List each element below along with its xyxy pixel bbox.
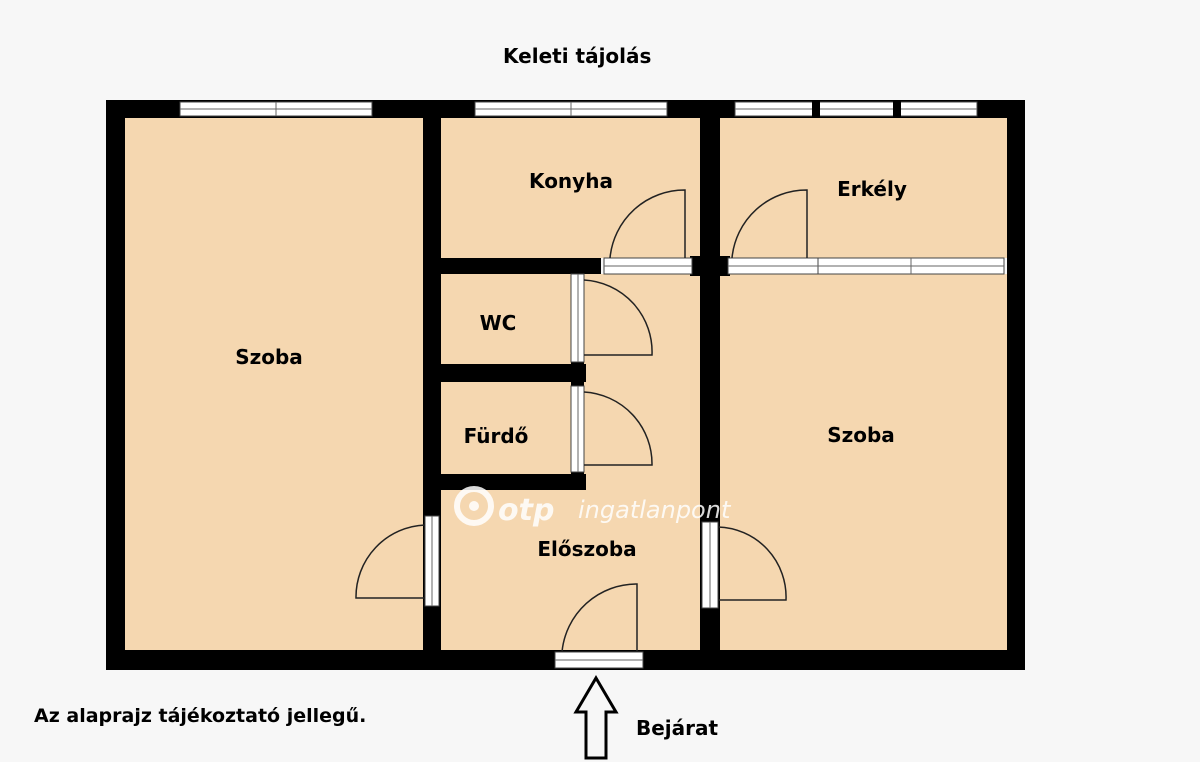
wall-kitchen-bottom [441, 258, 601, 274]
label-bathroom: Fürdő [464, 424, 529, 448]
door-swings [355, 189, 808, 653]
wall-bath-bottom [441, 474, 586, 490]
watermark-text: ingatlanpont [578, 496, 732, 524]
watermark: otp ingatlanpont [454, 486, 732, 528]
label-room-right: Szoba [827, 423, 895, 447]
floor-balcony [720, 118, 1007, 258]
wall-right [1007, 100, 1025, 670]
entrance-label: Bejárat [636, 716, 719, 740]
watermark-logo-icon [454, 486, 494, 526]
window-frames [180, 101, 1004, 661]
disclaimer-note: Az alaprajz tájékoztató jellegű. [34, 705, 367, 727]
wall-vertical-middle [700, 118, 720, 650]
wall-balcony-node [690, 256, 730, 276]
floor-areas [125, 118, 1007, 650]
wall-wc-bath [441, 364, 586, 382]
wall-left [106, 100, 125, 670]
label-kitchen: Konyha [529, 169, 613, 193]
floor-room-large [125, 118, 423, 650]
label-room-large: Szoba [235, 345, 303, 369]
watermark-brand: otp [498, 493, 554, 528]
label-balcony: Erkély [837, 177, 907, 201]
door-swing-entrance [561, 583, 638, 653]
label-wc: WC [480, 311, 517, 335]
door-swing-room-right [717, 526, 787, 601]
floor-room-right [720, 274, 1007, 650]
door-swing-room-left [355, 524, 426, 599]
door-swing-kitchen [609, 189, 686, 259]
floor-kitchen [441, 118, 700, 258]
door-swing-balcony [731, 189, 808, 259]
door-swing-wc [583, 279, 653, 356]
entrance-arrow-icon [573, 675, 619, 760]
orientation-label: Keleti tájolás [503, 44, 652, 68]
room-labels: Szoba Konyha Erkély WC Fürdő Előszoba Sz… [235, 169, 907, 561]
door-swing-bath [583, 391, 653, 466]
label-hall: Előszoba [537, 537, 636, 561]
